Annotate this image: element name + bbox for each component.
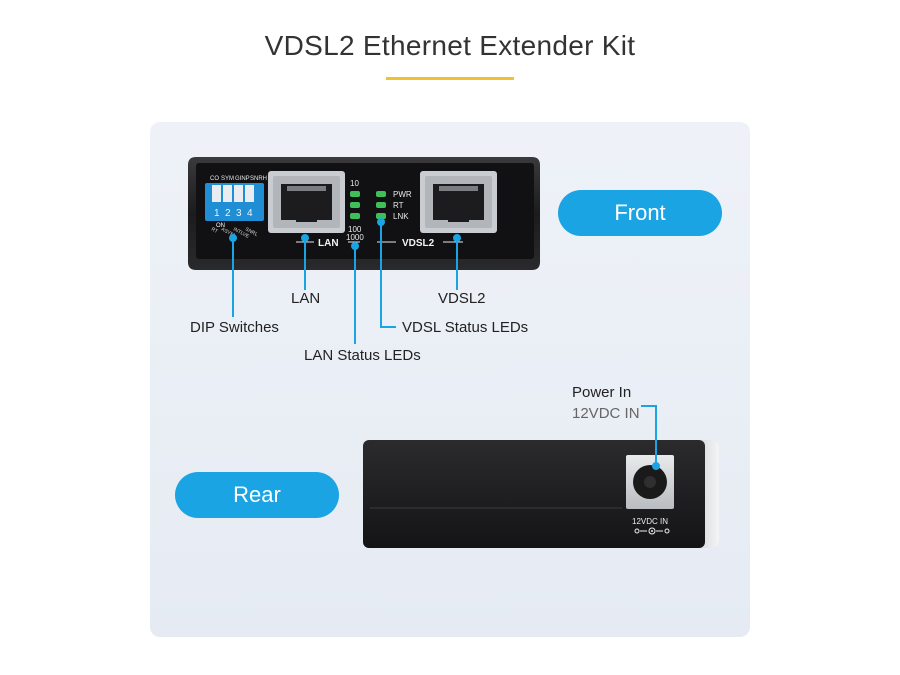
dip-number-4: 4 [247, 208, 253, 219]
polarity-icon [634, 527, 670, 535]
device-front: CO SYM GINP SNRH 1 2 3 4 ON RT ASYM INTL… [188, 157, 540, 270]
led-pwr [376, 191, 386, 197]
vdsl2-port [420, 171, 497, 233]
led-speed-10: 10 [350, 179, 359, 188]
led-lan-3 [350, 213, 360, 219]
dip-footer-2: ASYM [220, 226, 235, 238]
front-badge: Front [558, 190, 722, 236]
port-label-lan: LAN [318, 238, 339, 249]
callout-power-spec: 12VDC IN [572, 405, 640, 422]
rear-badge: Rear [175, 472, 339, 518]
dip-number-1: 1 [214, 208, 220, 219]
led-label-lnk: LNK [393, 212, 409, 221]
dip-switch-block [205, 183, 264, 221]
page-title: VDSL2 Ethernet Extender Kit [264, 30, 636, 61]
callout-power-in: Power In [572, 384, 632, 401]
callout-vdsl2: VDSL2 [438, 290, 486, 307]
dip-header-3: GINP [235, 176, 250, 182]
dip-header-4: SNRH [250, 176, 267, 182]
led-speed-100: 100 [348, 225, 362, 234]
led-label-pwr: PWR [393, 190, 412, 199]
dip-footer-4: SNRL [244, 226, 259, 238]
power-jack [626, 455, 674, 509]
led-lan-1 [350, 191, 360, 197]
dip-header-1: CO [210, 176, 219, 182]
callout-lines-front [229, 218, 461, 344]
dip-header-2: SYM [221, 176, 234, 182]
led-rt [376, 202, 386, 208]
led-speed-1000: 1000 [346, 233, 364, 242]
device-rear: 12VDC IN [363, 440, 719, 548]
callout-vdsl-status-leds: VDSL Status LEDs [402, 319, 529, 336]
dip-number-3: 3 [236, 208, 242, 219]
callout-line-power [641, 405, 660, 470]
port-label-vdsl2: VDSL2 [402, 238, 435, 249]
dip-number-2: 2 [225, 208, 231, 219]
led-label-rt: RT [393, 201, 404, 210]
callout-lan: LAN [291, 290, 321, 307]
led-lnk [376, 213, 386, 219]
led-lan-2 [350, 202, 360, 208]
dip-on-label: ON [216, 223, 225, 229]
rear-jack-label: 12VDC IN [632, 517, 668, 526]
status-leds [350, 191, 386, 219]
dip-footer-1: RT [210, 226, 219, 234]
lan-port [268, 171, 345, 233]
callout-dip-switches: DIP Switches [190, 319, 279, 336]
callout-lan-status-leds: LAN Status LEDs [304, 347, 421, 364]
title-underline [386, 77, 514, 80]
